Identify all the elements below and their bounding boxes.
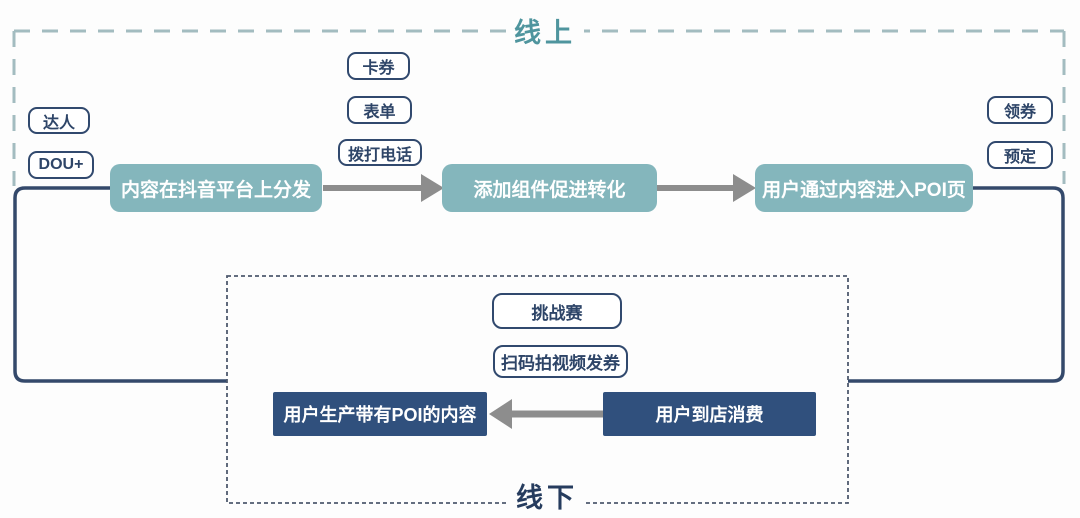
offline-region-label: 线下	[508, 478, 586, 513]
tag-claim-coupon: 领券	[987, 96, 1053, 124]
tag-phone-call: 拨打电话	[338, 139, 422, 166]
tag-challenge: 挑战赛	[492, 293, 622, 329]
tag-daren: 达人	[28, 107, 90, 134]
tag-coupon-card: 卡券	[347, 52, 410, 80]
node-add-components: 添加组件促进转化	[442, 164, 657, 212]
arrow-distribute-to-components-head	[421, 174, 444, 202]
tag-reserve: 预定	[987, 141, 1053, 169]
online-region-label: 线上	[506, 13, 584, 48]
node-store-consume: 用户到店消费	[603, 392, 816, 436]
tag-form: 表单	[347, 96, 412, 124]
arrow-components-to-poi-head	[733, 174, 756, 202]
tag-scan-video-coupon: 扫码拍视频发券	[493, 345, 628, 378]
node-ugc-poi-content: 用户生产带有POI的内容	[273, 392, 487, 436]
node-content-distribution: 内容在抖音平台上分发	[110, 164, 322, 212]
arrow-consume-to-ugc-head	[489, 399, 512, 429]
tag-dou-plus: DOU+	[28, 151, 94, 179]
node-enter-poi-page: 用户通过内容进入POI页	[755, 164, 973, 212]
